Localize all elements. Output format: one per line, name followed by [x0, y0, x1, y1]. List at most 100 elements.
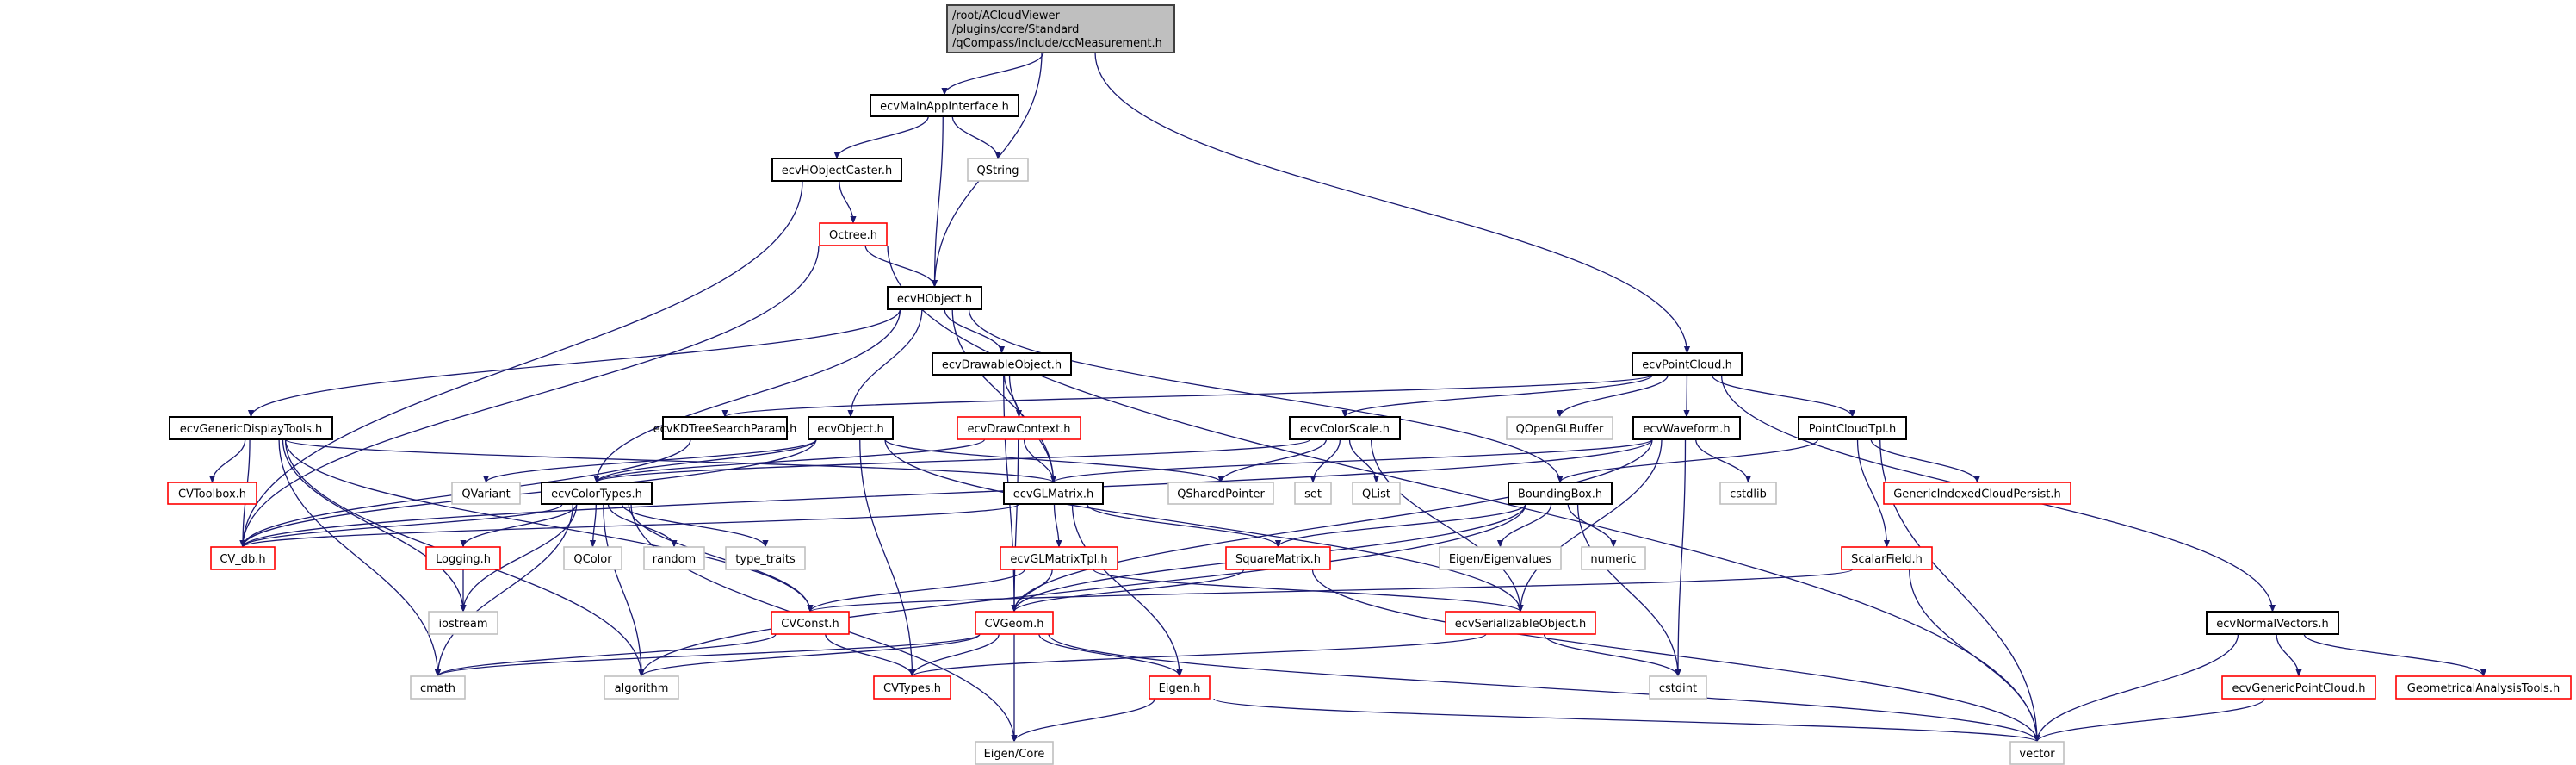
edge-genpc-to-vector [2034, 698, 2265, 743]
node-eigen[interactable]: Eigen.h [1149, 675, 1211, 700]
node-label: BoundingBox.h [1518, 488, 1602, 501]
edge-glmatrixtpl-to-cvgeom [1011, 569, 1053, 613]
node-cvgeom[interactable]: CVGeom.h [975, 611, 1054, 635]
node-box [604, 675, 679, 700]
node-box [1506, 416, 1613, 440]
edge-gendisp-to-cvconst [284, 438, 814, 613]
node-label: CVGeom.h [984, 618, 1043, 631]
edge-colorscale-to-qsharedpointer [1217, 438, 1328, 483]
node-qsharedpointer: QSharedPointer [1167, 482, 1274, 505]
node-box [1841, 546, 1933, 570]
node-box [1798, 416, 1907, 440]
node-scalarfield[interactable]: ScalarField.h [1841, 546, 1933, 570]
edge-caster-to-octree [839, 180, 857, 224]
node-cvtoolbox[interactable]: CVToolbox.h [167, 482, 257, 505]
node-label: PointCloudTpl.h [1809, 423, 1897, 436]
node-label: QVariant [461, 488, 510, 501]
node-box [870, 94, 1019, 117]
node-mainapp[interactable]: ecvMainAppInterface.h [870, 94, 1019, 117]
node-drawctx[interactable]: ecvDrawContext.h [957, 416, 1081, 440]
edge-object-to-qvariant [483, 438, 817, 483]
nodes-layer: /root/ACloudViewer/plugins/core/Standard… [167, 4, 2572, 765]
node-box [808, 416, 894, 440]
edge-colortypes-to-iostream [460, 503, 578, 613]
node-geotools[interactable]: GeometricalAnalysisTools.h [2395, 675, 2572, 700]
node-label: CVTypes.h [883, 682, 941, 695]
node-colorscale[interactable]: ecvColorScale.h [1289, 416, 1401, 440]
node-label: CVToolbox.h [178, 488, 246, 501]
node-qcolor: QColor [563, 546, 622, 570]
node-squarematrix[interactable]: SquareMatrix.h [1225, 546, 1331, 570]
node-typetraits: type_traits [725, 546, 806, 570]
node-cvdb[interactable]: CV_db.h [210, 546, 276, 570]
node-set: set [1294, 482, 1332, 505]
node-label: iostream [438, 618, 487, 631]
node-colortypes[interactable]: ecvColorTypes.h [541, 482, 653, 505]
node-logging[interactable]: Logging.h [425, 546, 501, 570]
node-gendisp[interactable]: ecvGenericDisplayTools.h [169, 416, 333, 440]
node-hobject[interactable]: ecvHObject.h [887, 286, 982, 310]
edge-mainapp-to-caster [833, 115, 929, 159]
node-qlist: QList [1352, 482, 1401, 505]
edge-drawable-to-drawctx [1003, 374, 1023, 418]
edge-colortypes-to-qcolor [589, 503, 597, 548]
node-serializable[interactable]: ecvSerializableObject.h [1445, 611, 1596, 635]
node-glmatrix[interactable]: ecvGLMatrix.h [1003, 482, 1104, 505]
edge-colorscale-to-set [1310, 438, 1341, 483]
node-box [167, 482, 257, 505]
node-box [1649, 675, 1707, 700]
node-label: ecvHObjectCaster.h [782, 165, 892, 177]
node-waveform[interactable]: ecvWaveform.h [1632, 416, 1741, 440]
node-cstdlib: cstdlib [1719, 482, 1777, 505]
node-cmath: cmath [410, 675, 466, 700]
node-label: GeometricalAnalysisTools.h [2407, 682, 2560, 695]
node-label: ecvGenericDisplayTools.h [180, 423, 323, 436]
node-label: ScalarField.h [1851, 553, 1923, 566]
edge-caster-to-cvdb [239, 180, 803, 548]
node-box [643, 546, 705, 570]
edge-colorscale-to-colortypes [593, 438, 1311, 483]
edge-hobject-to-colortypes [593, 308, 901, 483]
node-cvtypes[interactable]: CVTypes.h [873, 675, 951, 700]
node-label: Octree.h [829, 229, 877, 242]
edge-octree-to-cvdb [239, 245, 820, 548]
node-box [1632, 416, 1741, 440]
node-qvariant: QVariant [451, 482, 521, 505]
node-label: ecvKDTreeSearchParam.h [653, 423, 797, 436]
node-label: QColor [573, 553, 612, 566]
node-label: cstdint [1659, 682, 1697, 695]
node-box [887, 286, 982, 310]
node-glmatrixtpl[interactable]: ecvGLMatrixTpl.h [1000, 546, 1118, 570]
node-pointcloud[interactable]: ecvPointCloud.h [1632, 352, 1743, 376]
node-object[interactable]: ecvObject.h [808, 416, 894, 440]
edge-hobject-to-gendisp [248, 308, 901, 418]
node-drawable[interactable]: ecvDrawableObject.h [932, 352, 1072, 376]
edge-object-to-cvdb [239, 438, 817, 548]
edge-mainapp-to-qstring [951, 115, 1001, 159]
node-label: QSharedPointer [1177, 488, 1265, 501]
node-box [1352, 482, 1401, 505]
node-cvconst[interactable]: CVConst.h [771, 611, 850, 635]
node-label: Eigen.h [1159, 682, 1201, 695]
node-box [957, 416, 1081, 440]
node-label: Eigen/Core [984, 748, 1045, 761]
node-genpc[interactable]: ecvGenericPointCloud.h [2221, 675, 2376, 700]
node-kdtree[interactable]: ecvKDTreeSearchParam.h [653, 416, 797, 440]
node-eigenvalues: Eigen/Eigenvalues [1439, 546, 1562, 570]
node-root[interactable]: /root/ACloudViewer/plugins/core/Standard… [946, 4, 1175, 53]
node-normals[interactable]: ecvNormalVectors.h [2206, 611, 2339, 635]
edge-cvconst-to-cvtypes [825, 633, 916, 677]
node-pctpl[interactable]: PointCloudTpl.h [1798, 416, 1907, 440]
node-label: ecvHObject.h [897, 293, 972, 306]
edge-hobject-to-bbox [968, 308, 1564, 483]
edge-object-to-qsharedpointer [884, 438, 1224, 483]
edge-gendisp-to-cvtoolbox [208, 438, 246, 483]
node-label: ecvPointCloud.h [1642, 359, 1732, 372]
node-label: cstdlib [1730, 488, 1767, 501]
node-label: set [1304, 488, 1322, 501]
node-gicp[interactable]: GenericIndexedCloudPersist.h [1883, 482, 2071, 505]
node-octree[interactable]: Octree.h [819, 222, 888, 246]
node-caster[interactable]: ecvHObjectCaster.h [771, 158, 902, 182]
edge-eigen-to-vector [1213, 698, 2040, 743]
node-bbox[interactable]: BoundingBox.h [1508, 482, 1613, 505]
